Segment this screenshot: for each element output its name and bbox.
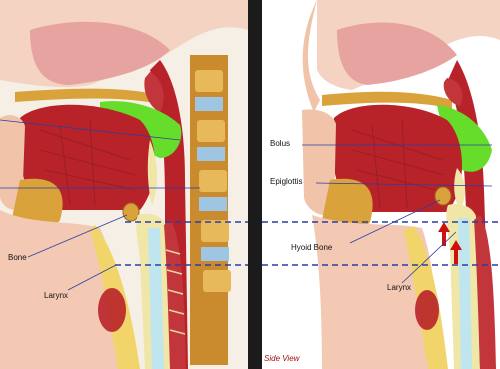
label-hyoid-bone: Hyoid Bone — [291, 244, 332, 252]
right-panel-swallow-position: Bolus Epiglottis Hyoid Bone Larynx Side … — [262, 0, 500, 369]
right-hyoid-bone — [435, 187, 451, 205]
label-bolus: Bolus — [270, 140, 290, 148]
left-hyoid-bone — [123, 203, 139, 221]
left-panel-rest-position: Bone Larynx — [0, 0, 248, 369]
side-view-caption: Side View — [264, 354, 299, 363]
panel-divider — [248, 0, 262, 369]
right-thyroid — [415, 290, 439, 330]
label-larynx-left: Larynx — [44, 292, 68, 300]
left-thyroid — [98, 288, 126, 332]
label-epiglottis: Epiglottis — [270, 178, 302, 186]
label-bone: Bone — [8, 254, 27, 262]
label-larynx-right: Larynx — [387, 284, 411, 292]
left-cervical-spine — [190, 55, 231, 365]
left-anatomy-drawing — [0, 0, 248, 369]
